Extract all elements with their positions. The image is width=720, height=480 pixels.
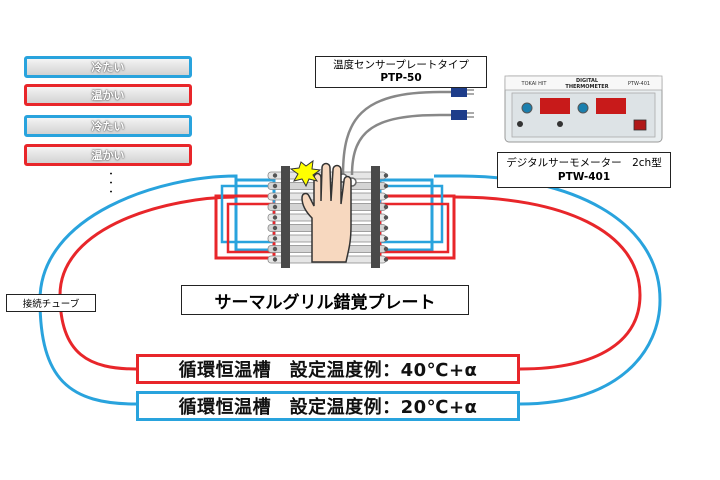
bar-fitting: [272, 183, 278, 189]
power-switch: [633, 119, 647, 131]
sensor-cable-1: [341, 90, 452, 176]
legend-tube-hot: 温かい: [24, 84, 192, 106]
device-model-tag: PTW-401: [627, 80, 651, 87]
hot-loop-tube: [58, 195, 642, 371]
device-panel-title: DIGITAL THERMOMETER: [565, 77, 609, 90]
thermometer-label: デジタルサーモメーター 2ch型 PTW-401: [497, 152, 671, 188]
legend-tube-label: 冷たい: [91, 120, 125, 133]
bar-fitting: [383, 194, 389, 199]
connection-tube-label: 接続チューブ: [6, 294, 96, 312]
bar-fitting: [383, 204, 389, 210]
legend-more-dots: ・ ・ ・: [106, 169, 116, 198]
grill-right-block: [371, 166, 380, 268]
sensation-burst-icon: [289, 159, 322, 188]
bar-fitting: [272, 246, 278, 252]
bar-fitting: [383, 236, 389, 241]
legend-tube-hot: 温かい: [24, 144, 192, 166]
thermometer-name: デジタルサーモメーター 2ch型: [506, 157, 662, 169]
bar-fitting: [383, 215, 389, 220]
bar-fitting: [272, 225, 278, 231]
bar-fitting: [383, 183, 389, 189]
display-ch2: [596, 98, 626, 114]
hand-icon: [301, 162, 352, 263]
bar-fitting: [383, 225, 389, 231]
grill-bars: [267, 171, 389, 264]
left-manifold: [214, 178, 276, 260]
sensor-plate-model: PTP-50: [380, 72, 422, 84]
bar-fitting: [383, 257, 389, 262]
right-manifold: [378, 178, 456, 260]
bar-fitting: [383, 173, 389, 178]
legend-tube-label: 冷たい: [91, 61, 125, 74]
bar-fitting: [272, 173, 278, 178]
digital-thermometer-device: [504, 75, 663, 143]
bar-fitting: [272, 215, 278, 220]
hot-circulating-bath: 循環恒温槽 設定温度例：40℃+α: [136, 354, 520, 384]
knob-ch1: [521, 102, 533, 114]
bar-fitting: [272, 204, 278, 210]
sensor-connector-2: [451, 110, 474, 120]
sensor-plate-name: 温度センサープレートタイプ: [333, 59, 469, 71]
thermal-grill-plate-label: サーマルグリル錯覚プレート: [181, 285, 469, 315]
legend-tube-label: 温かい: [91, 149, 125, 162]
bar-fitting: [383, 246, 389, 252]
thermometer-model: PTW-401: [557, 171, 611, 183]
bar-fitting: [272, 194, 278, 199]
sensor-cable-2: [350, 113, 452, 176]
device-brand: TOKAI HIT: [521, 80, 547, 87]
legend-tube-cold: 冷たい: [24, 56, 192, 78]
grill-left-block: [281, 166, 290, 268]
legend-tube-cold: 冷たい: [24, 115, 192, 137]
sensor-plate-label: 温度センサープレートタイプ PTP-50: [315, 56, 487, 88]
cold-circulating-bath: 循環恒温槽 設定温度例：20℃+α: [136, 391, 520, 421]
legend-tube-label: 温かい: [91, 89, 125, 102]
display-ch1: [540, 98, 570, 114]
bar-fitting: [272, 257, 278, 262]
bar-fitting: [272, 236, 278, 241]
sensor-connector-1: [451, 87, 474, 97]
knob-ch2: [577, 102, 589, 114]
